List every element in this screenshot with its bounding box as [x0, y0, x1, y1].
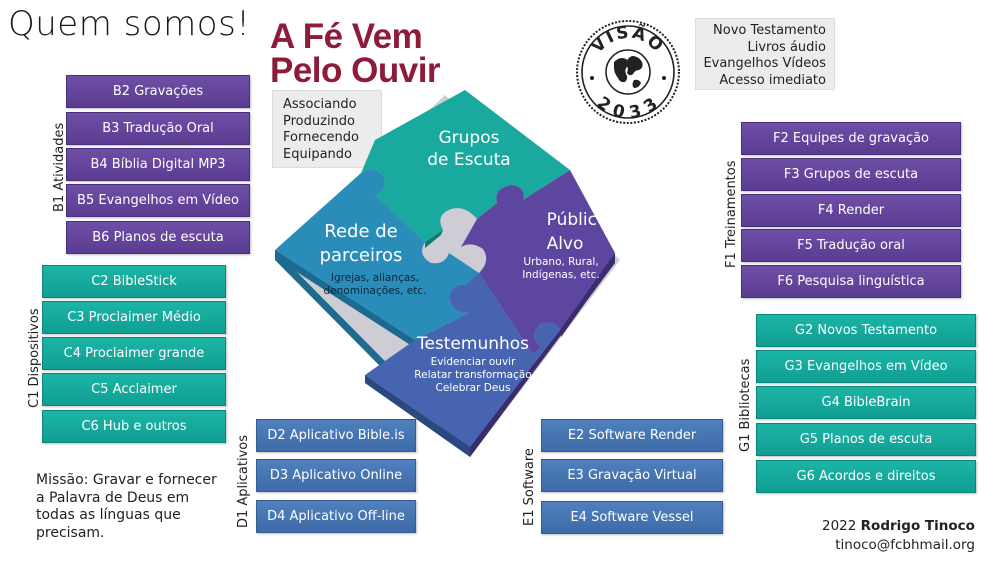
rede-line-2: parceiros	[320, 245, 403, 266]
grupos-line-2: de Escuta	[427, 150, 510, 170]
rede-line-1: Rede de	[324, 221, 398, 242]
b-item: B5 Evangelhos em Vídeo	[66, 184, 250, 217]
rede-sub-1: Igrejas, alianças,	[331, 272, 419, 284]
publico-sub-1: Urbano, Rural,	[523, 256, 598, 268]
d-item: D4 Aplicativo Off-line	[256, 500, 416, 533]
publico-line-1: Público	[547, 210, 608, 230]
g-item: G6 Acordos e direitos	[756, 460, 976, 493]
testemunhos-sub-2: Relatar transformação	[414, 369, 531, 381]
g-item: G4 BibleBrain	[756, 386, 976, 419]
b-item: B6 Planos de escuta	[66, 221, 250, 254]
b-item: B4 Bíblia Digital MP3	[66, 148, 250, 181]
e-item: E3 Gravação Virtual	[541, 459, 723, 492]
credit: 2022 Rodrigo Tinoco tinoco@fcbhmail.org	[822, 517, 975, 555]
group-label-c: C1 Dispositivos	[27, 308, 42, 408]
verb-item: Fornecendo	[283, 130, 359, 145]
offer-item: Novo Testamento	[713, 23, 826, 38]
publico-line-2: Alvo	[547, 234, 584, 254]
page-title: Quem somos!	[8, 4, 251, 44]
vision-seal-icon: VISÃO 2033	[576, 20, 680, 124]
f-item: F2 Equipes de gravação	[741, 122, 961, 155]
brand-line-1: A Fé Vem	[270, 17, 423, 56]
e-item: E4 Software Vessel	[541, 501, 723, 534]
brand-line-2: Pelo Ouvir	[270, 51, 441, 90]
g-item: G5 Planos de escuta	[756, 423, 976, 456]
c-item: C5 Acclaimer	[42, 373, 226, 406]
brand-title: A Fé Vem Pelo Ouvir	[270, 17, 441, 90]
d-item: D2 Aplicativo Bible.is	[256, 419, 416, 452]
f-item: F3 Grupos de escuta	[741, 158, 961, 191]
testemunhos-sub-1: Evidenciar ouvir	[431, 356, 517, 368]
publico-sub-2: Indígenas, etc.	[522, 269, 599, 281]
verb-item: Associando	[283, 97, 357, 112]
offer-item: Acesso imediato	[719, 72, 826, 88]
offer-item: Evangelhos Vídeos	[703, 56, 826, 71]
b-item: B2 Gravações	[66, 75, 250, 108]
group-label-b: B1 Atividades	[52, 122, 67, 212]
c-item: C6 Hub e outros	[42, 410, 226, 443]
piece-publico	[461, 170, 615, 355]
testemunhos-title: Testemunhos	[416, 334, 529, 354]
f-item: F6 Pesquisa linguística	[741, 265, 961, 298]
offer-item: Livros áudio	[747, 39, 827, 55]
mission-text: Missão: Gravar e fornecer a Palavra de D…	[36, 472, 217, 541]
credit-email: tinoco@fcbhmail.org	[835, 537, 975, 553]
credit-name: Rodrigo Tinoco	[860, 518, 975, 534]
e-item: E2 Software Render	[541, 419, 723, 452]
group-label-d: D1 Aplicativos	[236, 434, 251, 528]
verb-item: Produzindo	[283, 113, 355, 129]
c-item: C4 Proclaimer grande	[42, 337, 226, 370]
testemunhos-sub-3: Celebrar Deus	[436, 382, 511, 394]
d-item: D3 Aplicativo Online	[256, 459, 416, 492]
f-item: F4 Render	[741, 194, 961, 227]
b-item: B3 Tradução Oral	[66, 112, 250, 145]
group-label-g: G1 Bibliotecas	[738, 358, 753, 452]
grupos-line-1: Grupos	[439, 128, 500, 148]
c-item: C2 BibleStick	[42, 265, 226, 298]
c-item: C3 Proclaimer Médio	[42, 301, 226, 334]
g-item: G3 Evangelhos em Vídeo	[756, 350, 976, 383]
piece-rede	[275, 169, 479, 340]
verb-item: Equipando	[283, 146, 352, 162]
verbs-box: Associando Produzindo Fornecendo Equipan…	[272, 90, 382, 168]
group-label-e: E1 Software	[522, 448, 537, 526]
group-label-f: F1 Treinamentos	[724, 160, 739, 268]
g-item: G2 Novos Testamento	[756, 314, 976, 347]
puzzle-diagram: Grupos de Escuta Rede de parceiros Igrej…	[275, 90, 620, 457]
offer-box: Novo Testamento Livros áudio Evangelhos …	[695, 18, 835, 90]
credit-year: 2022	[822, 518, 857, 534]
piece-testemunhos	[365, 273, 561, 447]
f-item: F5 Tradução oral	[741, 229, 961, 262]
rede-sub-2: denominações, etc.	[324, 285, 427, 297]
piece-grupos	[361, 90, 570, 242]
